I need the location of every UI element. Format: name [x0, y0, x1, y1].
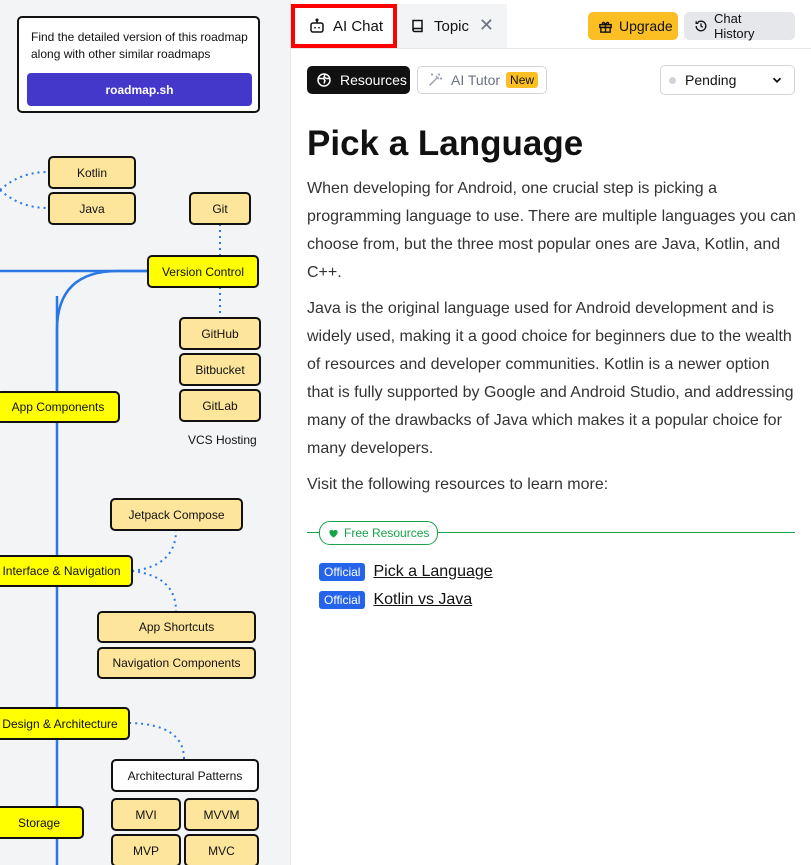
resource-item: Official Pick a Language — [319, 563, 493, 581]
upgrade-button[interactable]: Upgrade — [588, 12, 678, 40]
node-java[interactable]: Java — [48, 192, 136, 225]
upgrade-label: Upgrade — [619, 18, 673, 34]
node-version-control[interactable]: Version Control — [147, 255, 259, 288]
node-interface-navigation[interactable]: Interface & Navigation — [0, 555, 133, 587]
caption-vcs-hosting: VCS Hosting — [188, 433, 257, 447]
official-badge: Official — [319, 563, 366, 581]
free-resources-label: Free Resources — [344, 526, 430, 540]
description-paragraph-1: When developing for Android, one crucial… — [307, 180, 796, 281]
description-paragraph-3: Visit the following resources to learn m… — [307, 476, 609, 493]
node-gitlab[interactable]: GitLab — [179, 389, 261, 422]
close-icon[interactable]: ✕ — [478, 15, 494, 35]
globe-icon — [316, 72, 332, 88]
ai-tutor-label: AI Tutor — [451, 72, 501, 88]
node-mvvm[interactable]: MVVM — [184, 798, 259, 831]
description-paragraph-2: Java is the original language used for A… — [307, 300, 794, 457]
gift-icon — [598, 19, 613, 34]
tab-topic[interactable]: Topic ✕ — [398, 4, 507, 48]
status-value: Pending — [685, 72, 737, 88]
ai-tutor-tab[interactable]: AI Tutor New — [417, 66, 547, 94]
promo-text: Find the detailed version of this roadma… — [31, 30, 248, 61]
node-architectural-patterns[interactable]: Architectural Patterns — [111, 759, 259, 792]
tab-topic-label: Topic — [434, 17, 470, 35]
node-design-architecture[interactable]: Design & Architecture — [0, 707, 130, 740]
node-github[interactable]: GitHub — [179, 317, 261, 350]
node-kotlin[interactable]: Kotlin — [48, 156, 136, 189]
topic-panel: AI Chat Topic ✕ Upgrade — [291, 0, 811, 865]
resources-tab[interactable]: Resources — [307, 66, 410, 94]
chat-history-button[interactable]: Chat History — [684, 11, 795, 41]
chat-history-label: Chat History — [714, 11, 755, 41]
book-icon — [410, 18, 426, 34]
official-badge: Official — [319, 591, 366, 609]
heart-icon — [328, 528, 339, 539]
status-dot — [669, 76, 676, 84]
magic-wand-icon — [427, 72, 443, 88]
tab-ai-chat[interactable]: AI Chat — [291, 4, 397, 48]
roadmap-sh-button[interactable]: roadmap.sh — [27, 73, 252, 106]
history-icon — [694, 19, 708, 33]
new-badge: New — [506, 72, 539, 88]
node-storage[interactable]: Storage — [0, 806, 84, 839]
tab-ai-chat-label: AI Chat — [333, 17, 384, 35]
bot-icon — [309, 18, 325, 34]
chevron-down-icon — [770, 73, 784, 87]
node-bitbucket[interactable]: Bitbucket — [179, 353, 261, 386]
node-navigation-components[interactable]: Navigation Components — [97, 647, 256, 679]
node-app-components[interactable]: App Components — [0, 391, 120, 423]
node-git[interactable]: Git — [189, 192, 251, 225]
resource-link-kotlin-vs-java[interactable]: Kotlin vs Java — [373, 591, 473, 608]
node-mvc[interactable]: MVC — [184, 834, 259, 865]
resource-link-pick-a-language[interactable]: Pick a Language — [373, 563, 493, 580]
resources-label: Resources — [340, 72, 407, 88]
status-select[interactable]: Pending — [660, 65, 795, 95]
free-resources-divider — [307, 532, 795, 533]
topic-title: Pick a Language — [307, 124, 584, 163]
free-resources-badge: Free Resources — [319, 521, 439, 545]
roadmap-canvas: Find the detailed version of this roadma… — [0, 0, 291, 865]
roadmap-promo-card: Find the detailed version of this roadma… — [17, 16, 260, 113]
node-app-shortcuts[interactable]: App Shortcuts — [97, 611, 256, 643]
node-jetpack-compose[interactable]: Jetpack Compose — [110, 498, 243, 531]
resource-item: Official Kotlin vs Java — [319, 591, 472, 609]
panel-tab-bar: AI Chat Topic ✕ Upgrade — [291, 4, 811, 49]
node-mvp[interactable]: MVP — [111, 834, 181, 865]
node-mvi[interactable]: MVI — [111, 798, 181, 831]
